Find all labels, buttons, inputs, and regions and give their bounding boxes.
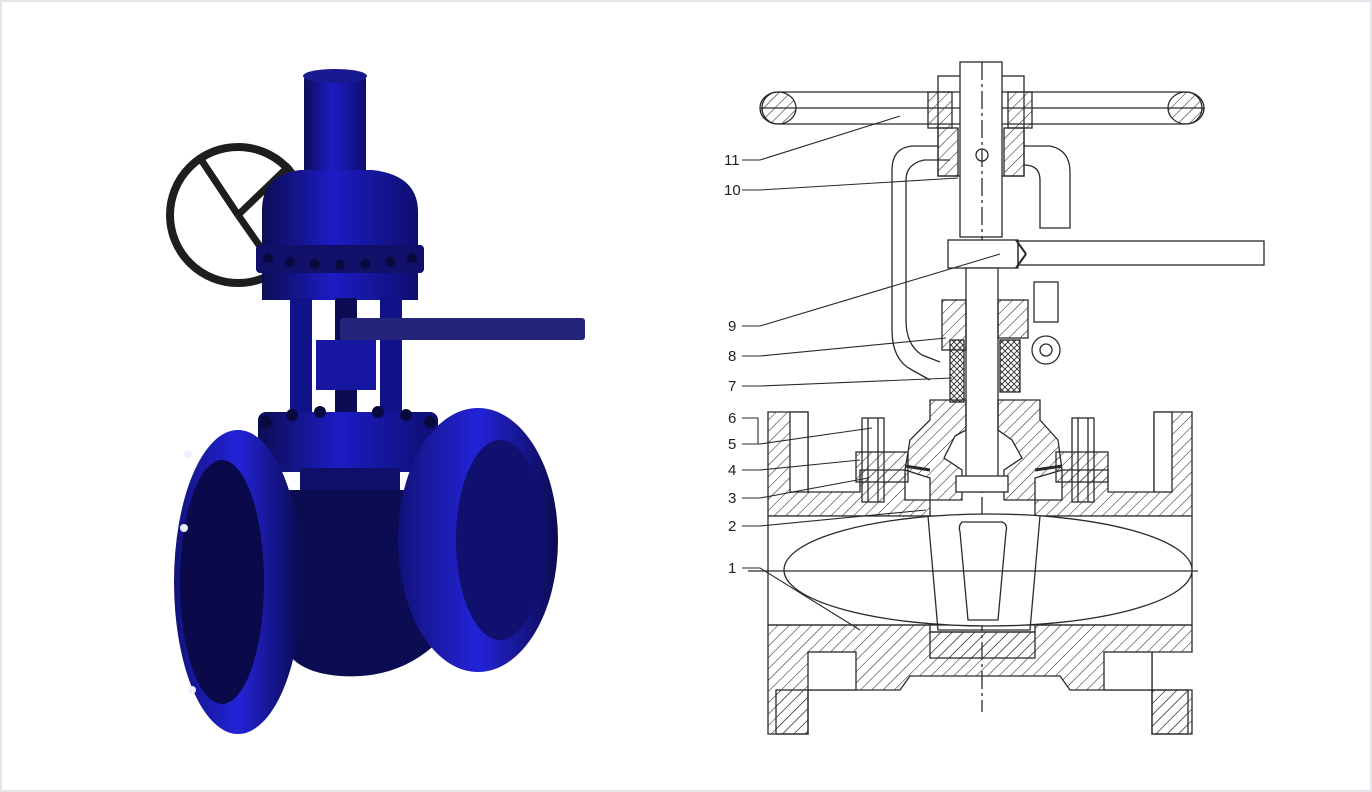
bonnet-section [904, 399, 1063, 501]
right-flange [398, 408, 558, 672]
lever-handle [340, 318, 585, 340]
stem [965, 267, 999, 491]
part-label-10: 10 [724, 182, 741, 199]
yoke-arms [891, 145, 1071, 381]
stem-cap [303, 69, 367, 184]
part-label-8: 8 [728, 348, 736, 365]
part-label-1: 1 [728, 560, 736, 577]
body-lower [767, 624, 1193, 735]
yoke [290, 298, 402, 416]
part-label-4: 4 [728, 462, 736, 479]
valve-photo [166, 69, 585, 734]
part-label-3: 3 [728, 490, 736, 507]
part-label-6: 6 [728, 410, 736, 427]
lever-section [947, 239, 1265, 269]
part-label-7: 7 [728, 378, 736, 395]
part-labels: 1 2 3 4 5 6 7 8 9 10 11 [724, 152, 741, 577]
part-label-2: 2 [728, 518, 736, 535]
packing-gland [941, 281, 1061, 403]
gearbox [256, 170, 424, 300]
leader-lines [742, 115, 1001, 631]
part-label-11: 11 [724, 152, 740, 169]
part-label-9: 9 [728, 318, 736, 335]
left-flange [174, 430, 302, 734]
body-cavity [748, 513, 1198, 631]
sectional-drawing [742, 61, 1265, 735]
part-label-5: 5 [728, 436, 736, 453]
